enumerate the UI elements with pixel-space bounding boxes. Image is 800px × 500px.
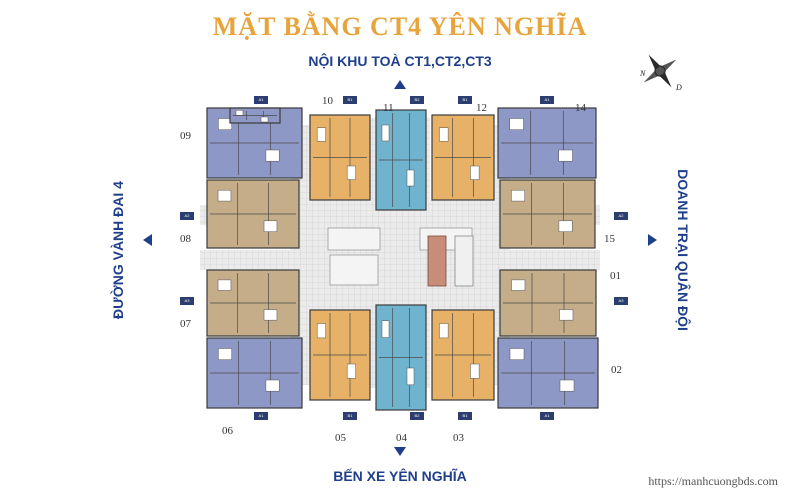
furniture-bed — [509, 348, 525, 360]
furniture-bed — [381, 320, 390, 338]
unit-tag: A1 — [540, 96, 554, 104]
arrow-down-icon — [394, 447, 406, 456]
furniture-sofa — [470, 363, 480, 379]
compass-north: N — [639, 69, 646, 78]
apartment-number-08: 08 — [180, 233, 191, 245]
furniture-bed — [218, 348, 232, 360]
unit-tag: A1 — [254, 96, 268, 104]
furniture-sofa — [346, 363, 356, 379]
arrow-right-icon — [648, 234, 657, 246]
watermark-url: https://manhcuongbds.com — [648, 474, 778, 488]
furniture-sofa — [265, 149, 280, 162]
compass-icon: N D — [639, 54, 682, 92]
furniture-bed — [511, 279, 526, 291]
furniture-bed — [381, 124, 390, 142]
furniture-bed — [316, 323, 326, 339]
stair-core-left — [327, 227, 381, 251]
furniture-bed — [316, 127, 326, 142]
apartment-number-10: 10 — [322, 95, 333, 107]
direction-label-top: NỘI KHU TOÀ CT1,CT2,CT3 — [308, 53, 492, 69]
furniture-sofa — [263, 309, 278, 321]
unit-tag: A1 — [540, 412, 554, 420]
apartment-number-12: 12 — [476, 102, 487, 114]
stairwell — [454, 235, 474, 287]
furniture-bed — [218, 118, 232, 130]
unit-tag: A2 — [614, 212, 628, 220]
page-title: MẶT BẰNG CT4 YÊN NGHĨA — [212, 12, 588, 41]
unit-tag: B2 — [410, 412, 424, 420]
apartment-number-06: 06 — [222, 425, 233, 437]
arrow-left-icon — [143, 234, 152, 246]
furniture-bed — [509, 118, 524, 130]
apartment-number-04: 04 — [396, 432, 407, 444]
apartment-number-07: 07 — [180, 318, 191, 330]
apartment-number-05: 05 — [335, 432, 346, 444]
unit-tag: B1 — [458, 412, 472, 420]
furniture-sofa — [470, 165, 480, 180]
technical-room — [329, 254, 379, 286]
apartment-number-09: 09 — [180, 130, 191, 142]
unit-tag: B1 — [343, 412, 357, 420]
compass-south: D — [675, 83, 682, 92]
furniture-sofa — [558, 149, 573, 162]
furniture-bed — [217, 279, 232, 291]
unit-tag: B1 — [458, 96, 472, 104]
direction-label-bottom: BẾN XE YÊN NGHĨA — [333, 468, 467, 484]
apartment-number-14: 14 — [575, 102, 586, 114]
furniture-bed — [217, 189, 232, 202]
furniture-sofa — [406, 367, 415, 386]
arrow-up-icon — [394, 80, 406, 89]
apartment-number-15: 15 — [604, 233, 615, 245]
unit-tag: B2 — [410, 96, 424, 104]
elevator-shaft — [427, 235, 447, 287]
furniture-sofa — [406, 169, 415, 187]
unit-tag: A3 — [614, 297, 628, 305]
furniture-bed — [439, 323, 449, 339]
furniture-sofa — [559, 309, 574, 321]
unit-tag: A1 — [254, 412, 268, 420]
apartment-number-02: 02 — [611, 364, 622, 376]
furniture-sofa — [260, 116, 269, 123]
unit-tag: B1 — [343, 96, 357, 104]
furniture-sofa — [346, 165, 356, 180]
furniture-sofa — [559, 379, 575, 392]
furniture-bed — [235, 110, 244, 116]
apartment-units — [206, 107, 599, 411]
apartment-number-11: 11 — [383, 102, 394, 114]
furniture-bed — [439, 127, 449, 142]
apartment-number-01: 01 — [610, 270, 621, 282]
unit-tag: A2 — [180, 212, 194, 220]
furniture-sofa — [263, 220, 278, 232]
apartment-number-03: 03 — [453, 432, 464, 444]
furniture-bed — [511, 189, 525, 202]
furniture-sofa — [558, 220, 573, 232]
furniture-sofa — [265, 379, 280, 392]
unit-tag: A3 — [180, 297, 194, 305]
